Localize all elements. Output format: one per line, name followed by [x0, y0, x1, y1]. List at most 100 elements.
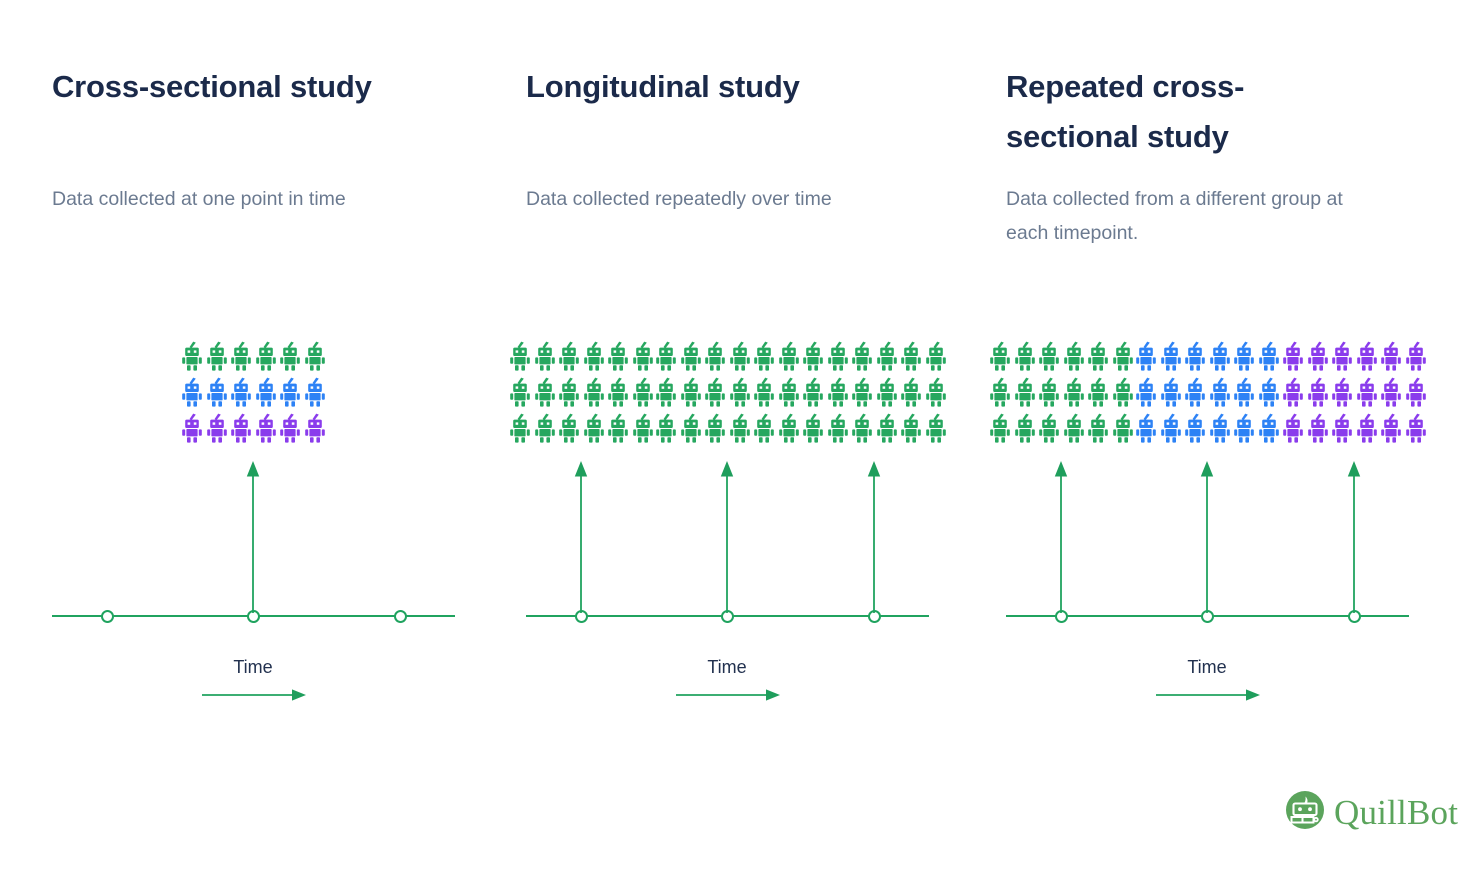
participant-icon: [1208, 413, 1232, 443]
participant-icon: [1306, 377, 1330, 407]
person-robot-icon: [255, 341, 276, 371]
participant-icon: [1183, 341, 1207, 371]
participant-icon: [1159, 413, 1183, 443]
participant-icon: [278, 341, 302, 371]
person-robot-icon: [1381, 341, 1402, 371]
person-robot-icon: [990, 341, 1010, 371]
person-robot-icon: [754, 341, 775, 371]
sample-row: [801, 410, 949, 446]
person-robot-icon: [182, 413, 202, 443]
person-robot-icon: [1332, 413, 1352, 443]
timepoint-marker[interactable]: [393, 609, 407, 623]
participant-icon: [1183, 413, 1207, 443]
person-robot-icon: [1063, 377, 1084, 407]
time-direction-arrow-icon: [1156, 688, 1260, 706]
participant-icon: [557, 413, 581, 443]
participant-icon: [582, 413, 606, 443]
person-robot-icon: [876, 377, 897, 407]
person-robot-icon: [656, 413, 676, 443]
person-robot-icon: [680, 413, 701, 443]
person-robot-icon: [729, 341, 750, 371]
person-robot-icon: [1113, 377, 1133, 407]
sample-group: [180, 338, 328, 446]
person-robot-icon: [510, 413, 530, 443]
person-robot-icon: [182, 341, 202, 371]
person-robot-icon: [1113, 413, 1133, 443]
participant-icon: [1086, 341, 1110, 371]
participant-icon: [205, 341, 229, 371]
person-robot-icon: [633, 341, 653, 371]
participant-icon: [1086, 377, 1110, 407]
participant-icon: [508, 413, 532, 443]
sample-row: [180, 338, 328, 374]
panel-subtitle: Data collected repeatedly over time: [526, 188, 832, 210]
person-robot-icon: [1234, 413, 1255, 443]
participant-icon: [1257, 413, 1281, 443]
person-robot-icon: [852, 341, 872, 371]
participant-icon: [801, 341, 825, 371]
participant-icon: [606, 413, 630, 443]
person-robot-icon: [1209, 413, 1230, 443]
sample-row: [988, 338, 1136, 374]
person-robot-icon: [729, 413, 750, 443]
person-robot-icon: [1014, 377, 1035, 407]
participant-icon: [1379, 377, 1403, 407]
participant-icon: [1208, 377, 1232, 407]
person-robot-icon: [876, 413, 897, 443]
panel-title: Cross-sectional study: [52, 69, 372, 104]
person-robot-icon: [901, 413, 922, 443]
person-robot-icon: [705, 377, 725, 407]
measurement-arrow-icon: [245, 461, 261, 618]
participant-icon: [728, 413, 752, 443]
participant-icon: [508, 341, 532, 371]
participant-icon: [850, 377, 874, 407]
participant-icon: [924, 377, 948, 407]
person-robot-icon: [1259, 377, 1279, 407]
person-robot-icon: [926, 377, 946, 407]
person-robot-icon: [990, 377, 1010, 407]
participant-icon: [606, 377, 630, 407]
participant-icon: [180, 377, 204, 407]
timepoint-marker[interactable]: [100, 609, 114, 623]
participant-icon: [631, 377, 655, 407]
panel-title: Longitudinal study: [526, 69, 800, 104]
person-robot-icon: [779, 413, 799, 443]
participant-icon: [1134, 341, 1158, 371]
person-robot-icon: [1063, 341, 1084, 371]
person-robot-icon: [1039, 341, 1059, 371]
person-robot-icon: [1307, 377, 1328, 407]
person-robot-icon: [1113, 341, 1133, 371]
person-robot-icon: [255, 413, 276, 443]
person-robot-icon: [754, 377, 775, 407]
sample-row: [988, 374, 1136, 410]
sample-row: [180, 410, 328, 446]
person-robot-icon: [1039, 413, 1059, 443]
person-robot-icon: [280, 413, 301, 443]
participant-icon: [205, 377, 229, 407]
measurement-arrow-icon: [719, 461, 735, 618]
sample-row: [654, 374, 802, 410]
participant-icon: [826, 341, 850, 371]
sample-row: [508, 410, 656, 446]
panel-subtitle: Data collected from a different group at…: [1006, 188, 1343, 244]
time-axis-label: Time: [707, 657, 747, 677]
person-robot-icon: [1234, 341, 1255, 371]
person-robot-icon: [1160, 377, 1181, 407]
participant-icon: [1232, 413, 1256, 443]
person-robot-icon: [608, 377, 629, 407]
participant-icon: [654, 377, 678, 407]
participant-icon: [777, 377, 801, 407]
person-robot-icon: [1014, 341, 1035, 371]
timeline: [52, 455, 472, 635]
sample-group: [1134, 338, 1282, 446]
participant-icon: [1134, 413, 1158, 443]
participant-icon: [777, 341, 801, 371]
participant-icon: [679, 377, 703, 407]
participant-icon: [1306, 413, 1330, 443]
person-robot-icon: [1381, 377, 1402, 407]
person-robot-icon: [583, 413, 604, 443]
sample-row: [1281, 374, 1429, 410]
sample-row: [988, 410, 1136, 446]
participant-icon: [752, 377, 776, 407]
quillbot-wordmark: QuillBot: [1334, 793, 1459, 832]
